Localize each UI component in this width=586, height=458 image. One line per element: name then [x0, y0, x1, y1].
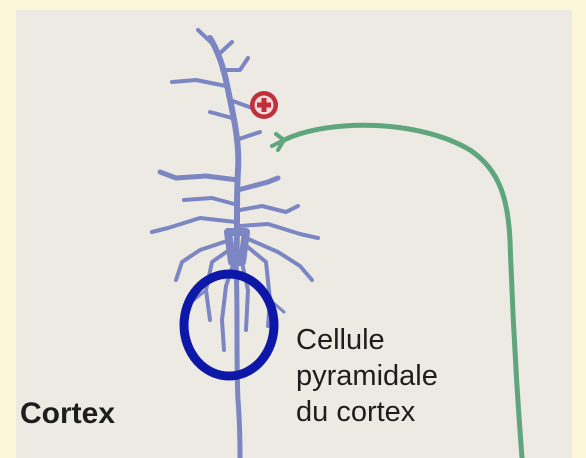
cell-label-line-1: Cellule: [296, 322, 496, 358]
plus-icon-v: [262, 98, 267, 112]
excitatory-synapse-marker: [250, 91, 278, 119]
cell-label-line-3: du cortex: [296, 394, 496, 430]
region-label: Cortex: [20, 392, 115, 436]
cell-type-label: Cellule pyramidale du cortex: [296, 322, 496, 430]
cell-label-line-2: pyramidale: [296, 358, 496, 394]
region-label-text: Cortex: [20, 397, 115, 430]
